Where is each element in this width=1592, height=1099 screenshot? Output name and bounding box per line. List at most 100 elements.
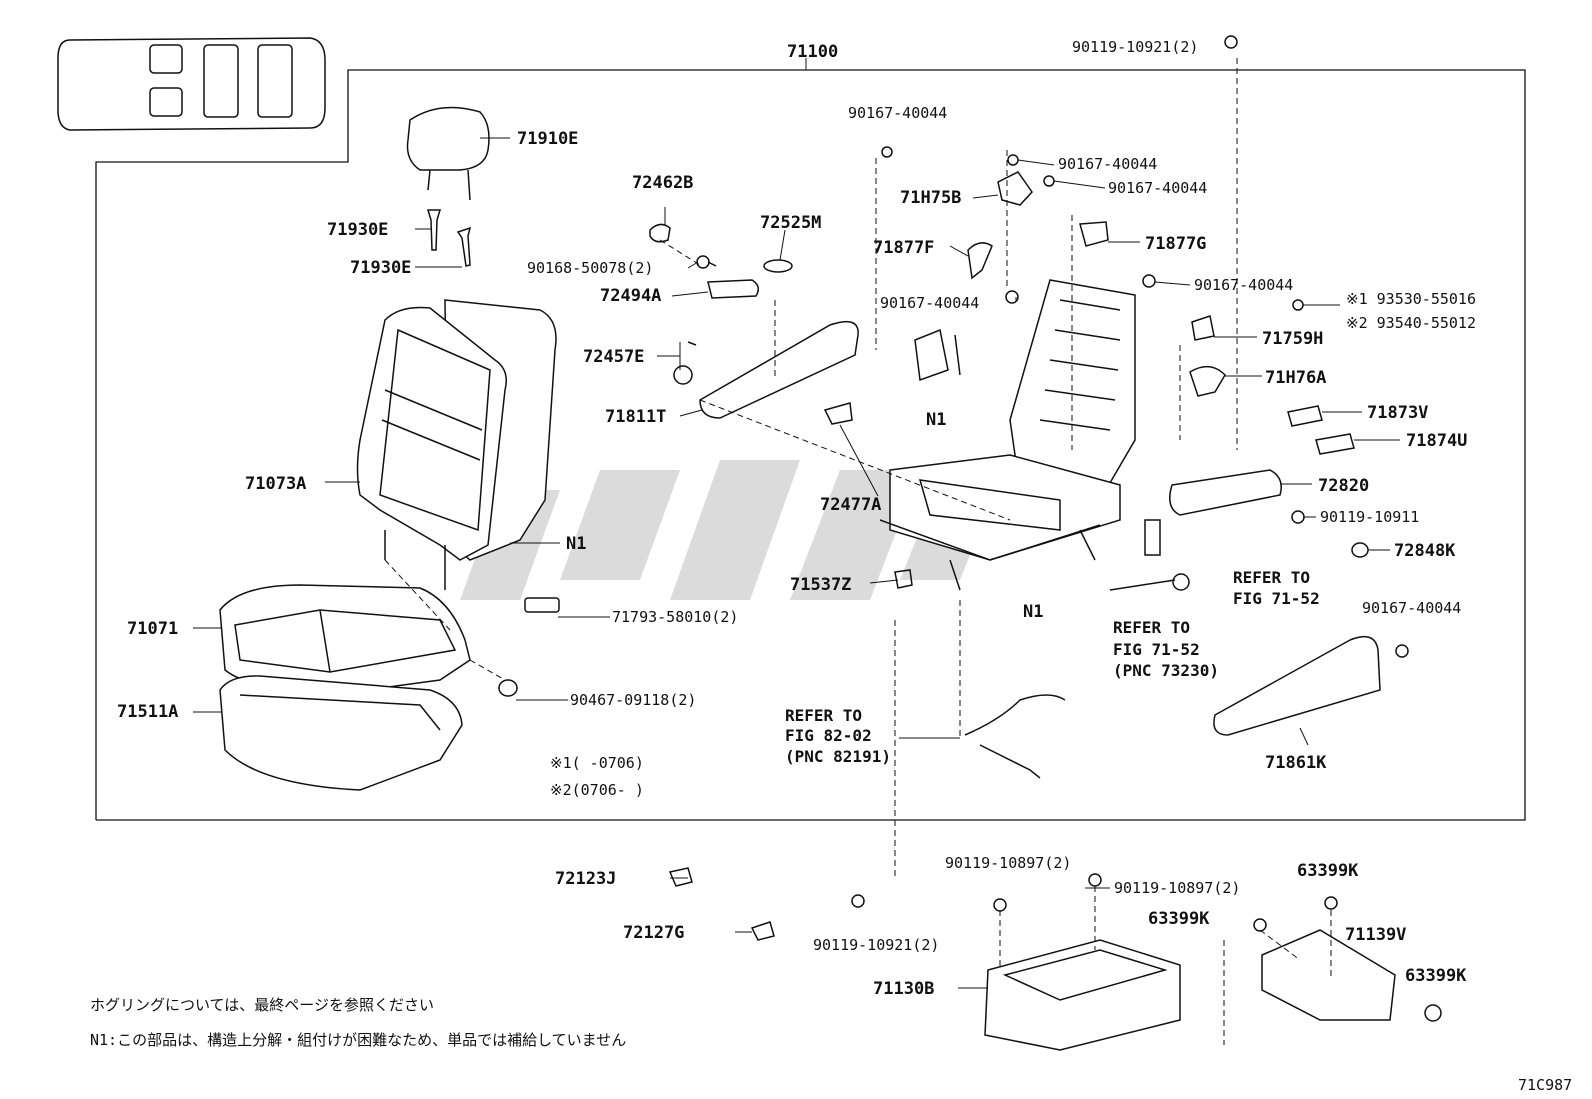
headrest-part — [406, 106, 490, 201]
screw-frame-4-label: 90167-40044 — [1194, 276, 1293, 294]
cap-72462b-part — [649, 223, 671, 243]
leader-lines — [193, 137, 1400, 989]
connection-lines — [384, 58, 1332, 1045]
wire-harness-part — [964, 694, 1066, 779]
screw-90168-part — [696, 255, 717, 269]
cover-71h76a-part — [1189, 366, 1226, 397]
assembly-label: 71100 — [787, 42, 838, 62]
bolt-10897-label-1: 90119-10897(2) — [945, 854, 1071, 872]
bolt-72457e-part — [673, 341, 697, 385]
diagram-id: 71C987 — [1518, 1076, 1572, 1094]
cushion-pad-part — [219, 675, 463, 791]
ref-fig-71-52-b-line2: FIG 71-52 — [1113, 640, 1200, 659]
n1-seatback-label: N1 — [566, 534, 586, 554]
cover-72477a-label: 72477A — [820, 495, 881, 515]
seatback-cover-label: 71073A — [245, 474, 306, 494]
ref-fig-82-02-line3: (PNC 82191) — [785, 747, 891, 766]
cap-72127g-part — [750, 921, 775, 941]
cover-71139v-part — [1261, 929, 1396, 1021]
cushion-pad-label: 71511A — [117, 702, 178, 722]
n1-frame-label: N1 — [1023, 602, 1043, 622]
headrest-label: 71910E — [517, 129, 578, 149]
ref-fig-71-52-b-line1: REFER TO — [1113, 618, 1190, 637]
vehicle-locator-icon — [57, 37, 326, 131]
footnote-n1: N1:この部品は、構造上分解・組付けが困難なため、単品では補給していません — [90, 1031, 626, 1049]
screw-frame-1-label: 90167-40044 — [1058, 155, 1157, 173]
note2-part-label: ※2 93540-55012 — [1346, 314, 1476, 332]
cover-71h76a-label: 71H76A — [1265, 368, 1326, 388]
motor-n1-part — [914, 328, 961, 382]
shield-71811t-label: 71811T — [605, 407, 666, 427]
knob-72525m-part — [763, 259, 793, 273]
lever-72494a-label: 72494A — [600, 286, 661, 306]
lever-72494a-part — [707, 279, 759, 299]
bolt-bottom-label: 90119-10921(2) — [813, 936, 939, 954]
cap-72123j-part — [668, 867, 693, 887]
tray-71130b-part — [984, 939, 1181, 1051]
cap-72462b-label: 72462B — [632, 173, 693, 193]
knob-72525m-label: 72525M — [760, 213, 821, 233]
cap-72848k-label: 72848K — [1394, 541, 1456, 561]
headrest-guide-label-1: 71930E — [327, 220, 388, 240]
shield-71811t-part — [699, 320, 859, 419]
bracket-71537z-part — [894, 569, 913, 589]
headrest-guide-label-2: 71930E — [350, 258, 411, 278]
clip-90467-part — [498, 679, 518, 697]
shield-71861k-part — [1213, 635, 1381, 736]
bolt-10897-label-2: 90119-10897(2) — [1114, 879, 1240, 897]
clip-63399k-label-2: 63399K — [1148, 909, 1210, 929]
clip-63399k-label-1: 63399K — [1297, 861, 1359, 881]
seatback-part — [356, 299, 557, 590]
cover-71873v-part — [1287, 405, 1323, 427]
n1-motor-label: N1 — [926, 410, 946, 430]
cushion-cover-part — [219, 584, 471, 696]
ref-fig-71-52-b-line3: (PNC 73230) — [1113, 661, 1219, 680]
cushion-cover-label: 71071 — [127, 619, 178, 639]
clip-71793-label: 71793-58010(2) — [612, 608, 738, 626]
bracket-71877g-part — [1079, 221, 1109, 247]
screw-frame-3-label: 90167-40044 — [880, 294, 979, 312]
clip-90467-label: 90467-09118(2) — [570, 691, 696, 709]
screw-top-left-label: 90167-40044 — [848, 104, 947, 122]
cover-72477a-part — [823, 402, 853, 425]
bolt-top-label: 90119-10921(2) — [1072, 38, 1198, 56]
bolt-72457e-label: 72457E — [583, 347, 644, 367]
bracket-71877f-label: 71877F — [873, 238, 934, 258]
clip-63399k-parts — [1253, 896, 1442, 1022]
note1-part-label: ※1 93530-55016 — [1346, 290, 1476, 308]
cap-72127g-label: 72127G — [623, 923, 684, 943]
buckle-part — [1109, 519, 1176, 591]
bolt-bottom-part — [851, 894, 865, 908]
screw-90168-label: 90168-50078(2) — [527, 259, 653, 277]
bolt-10897-parts — [993, 873, 1102, 912]
cap-72848k-part — [1351, 542, 1369, 558]
bracket-71h75b-label: 71H75B — [900, 188, 961, 208]
ref-fig-82-02-line1: REFER TO — [785, 706, 862, 725]
ref-fig-71-52-a-line1: REFER TO — [1233, 568, 1310, 587]
cap-72123j-label: 72123J — [555, 869, 616, 889]
armrest-72820-label: 72820 — [1318, 476, 1369, 496]
tray-71130b-label: 71130B — [873, 979, 934, 999]
clip-63399k-label-3: 63399K — [1405, 966, 1467, 986]
shield-71861k-label: 71861K — [1265, 753, 1327, 773]
ref-fig-82-02-line2: FIG 82-02 — [785, 726, 872, 745]
cover-71139v-label: 71139V — [1345, 925, 1406, 945]
bracket-71537z-label: 71537Z — [790, 575, 851, 595]
ref-fig-71-52-a-line2: FIG 71-52 — [1233, 589, 1320, 608]
cover-71874u-part — [1315, 433, 1355, 455]
cover-71759h-label: 71759H — [1262, 329, 1323, 349]
bolt-90119-10911-label: 90119-10911 — [1320, 508, 1419, 526]
clip-71793-part — [524, 597, 560, 613]
headrest-guide-part — [426, 209, 472, 267]
screw-right-label: 90167-40044 — [1362, 599, 1461, 617]
date-note-2: ※2(0706- ) — [550, 781, 644, 799]
cover-71874u-label: 71874U — [1406, 431, 1467, 451]
bracket-71h75b-part — [997, 171, 1033, 206]
cover-71873v-label: 71873V — [1367, 403, 1428, 423]
bracket-71877f-part — [967, 242, 993, 280]
footnote-hog-ring: ホグリングについては、最終ページを参照ください — [90, 996, 434, 1014]
bracket-71877g-label: 71877G — [1145, 234, 1206, 254]
armrest-72820-part — [1169, 469, 1282, 516]
screw-frame-2-label: 90167-40044 — [1108, 179, 1207, 197]
